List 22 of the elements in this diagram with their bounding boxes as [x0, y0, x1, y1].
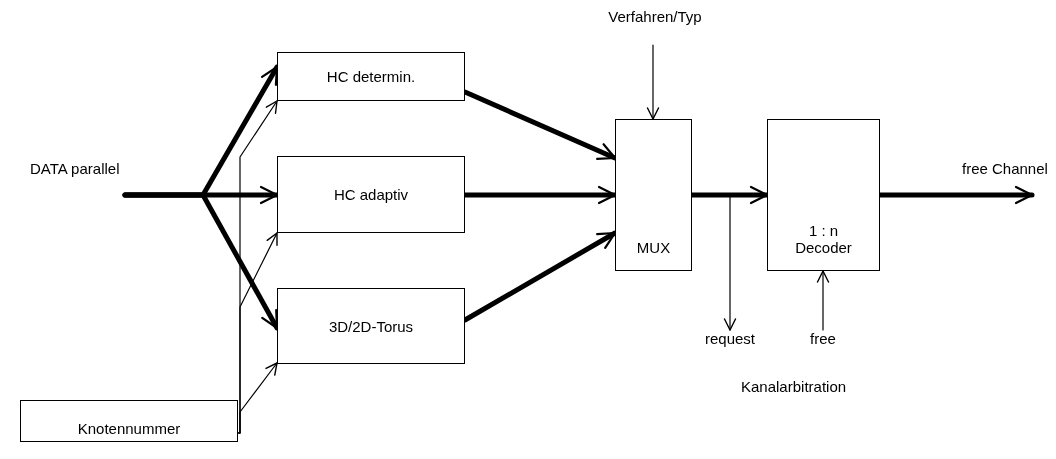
box-label: 3D/2D-Torus — [328, 317, 414, 335]
process-box — [277, 288, 465, 364]
process-box — [277, 52, 465, 101]
arrow — [691, 194, 737, 331]
process-box — [277, 156, 465, 233]
box-label: HC adaptiv — [333, 186, 409, 203]
box-label: Knotennummer — [77, 420, 181, 437]
box-label: MUX — [636, 239, 671, 256]
note-label: Kanalarbitration — [741, 378, 847, 395]
arrow — [646, 44, 660, 120]
arrow — [816, 270, 830, 331]
arrow — [237, 362, 278, 434]
process-box — [20, 400, 238, 442]
input-label: DATA parallel — [30, 160, 120, 177]
signal-label: request — [704, 330, 755, 347]
signal-label: free — [810, 330, 836, 347]
box-label: HC determin. — [326, 68, 416, 85]
input-label: Verfahren/Typ — [608, 8, 702, 25]
process-box — [767, 119, 880, 271]
process-box — [615, 119, 692, 271]
output-label: free Channel — [962, 160, 1048, 177]
box-label: 1 : n Decoder — [794, 222, 853, 256]
